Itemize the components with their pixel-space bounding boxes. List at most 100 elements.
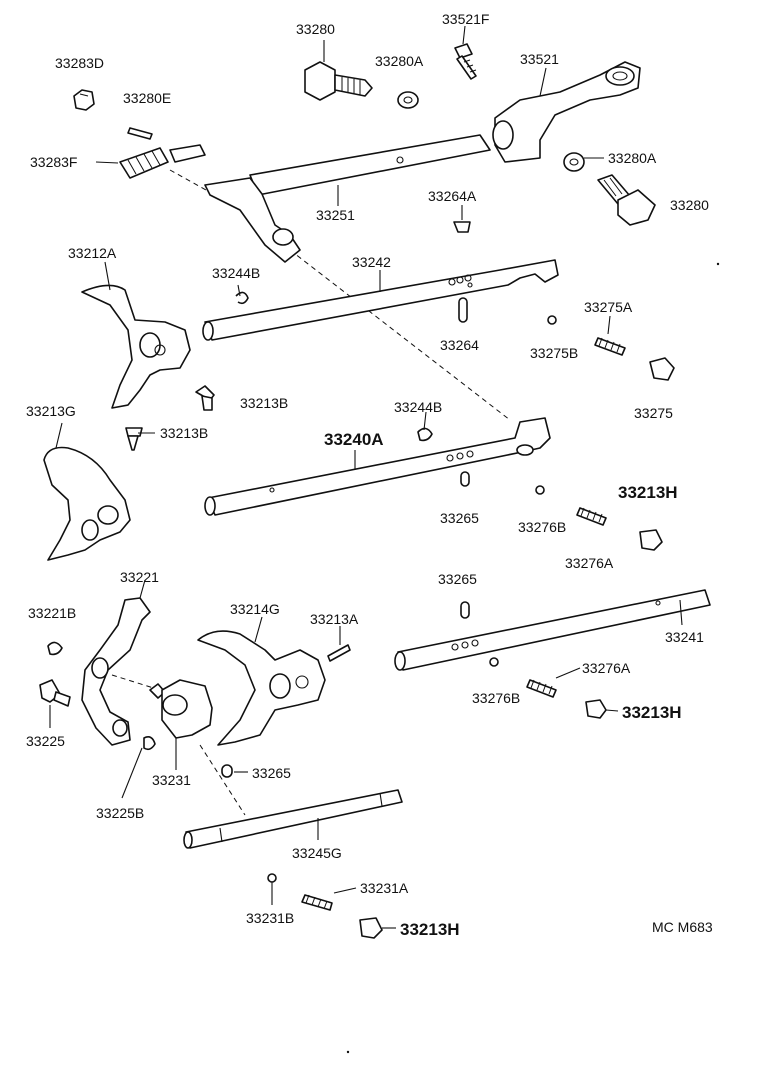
leader-line — [333, 887, 357, 894]
dash-line — [289, 249, 511, 421]
leader-line — [605, 709, 619, 712]
label-33280E: 33280E — [123, 90, 171, 106]
nut-33283D — [73, 89, 95, 111]
pin-33265-b — [460, 601, 470, 619]
label-33213G: 33213G — [26, 403, 76, 419]
bolt-33280-right — [597, 174, 656, 226]
pin-33265-a — [460, 471, 470, 487]
ball-33276B-a — [535, 485, 545, 495]
label-33231: 33231 — [152, 772, 191, 788]
lever-33521 — [492, 61, 641, 163]
label-33213H-a: 33213H — [618, 483, 678, 502]
label-33221: 33221 — [120, 569, 159, 585]
leader-line — [121, 747, 143, 799]
bolt-33283F — [119, 147, 169, 179]
label-33244B-top: 33244B — [212, 265, 260, 281]
dash-line — [199, 744, 246, 816]
pin-33265-c — [221, 764, 233, 778]
label-33213B-b: 33213B — [160, 425, 208, 441]
label-33213H-c: 33213H — [400, 920, 460, 939]
label-33280A-top: 33280A — [375, 53, 424, 69]
pin-33264 — [458, 297, 468, 323]
spring-33276A-b — [526, 679, 557, 698]
label-33212A: 33212A — [68, 245, 117, 261]
label-33276B-a: 33276B — [518, 519, 566, 535]
label-33231A: 33231A — [360, 880, 409, 896]
plug-33213H-c — [359, 917, 383, 939]
fork-33213G — [43, 446, 131, 561]
label-33265-a: 33265 — [440, 510, 479, 526]
shaft-33240A — [204, 417, 551, 516]
ball-33231B — [267, 873, 277, 883]
label-33225B: 33225B — [96, 805, 144, 821]
bolt-33213B-a — [195, 385, 215, 411]
fork-33214G — [197, 630, 326, 746]
label-33283D: 33283D — [55, 55, 104, 71]
leader-line — [555, 667, 581, 679]
label-33265-b: 33265 — [438, 571, 477, 587]
label-33240A: 33240A — [324, 430, 384, 449]
clip-33244B-top — [235, 291, 249, 305]
label-33275B: 33275B — [530, 345, 578, 361]
clip-33244B-mid — [417, 427, 433, 442]
block-33231 — [149, 679, 213, 739]
plug-33213H-a — [639, 529, 663, 551]
leader-line — [607, 315, 611, 335]
leader-line — [95, 161, 119, 164]
label-33280A-right: 33280A — [608, 150, 657, 166]
spring-33275A — [594, 337, 626, 356]
bolt-33213B-b — [125, 427, 143, 451]
ball-33275B — [547, 315, 557, 325]
clip-33221B — [47, 641, 63, 656]
label-33265-c: 33265 — [252, 765, 291, 781]
leader-line — [104, 261, 111, 291]
leader-line — [462, 25, 466, 45]
label-33276B-b: 33276B — [472, 690, 520, 706]
label-33280-right: 33280 — [670, 197, 709, 213]
label-33214G: 33214G — [230, 601, 280, 617]
label-33245G: 33245G — [292, 845, 342, 861]
label-33231B: 33231B — [246, 910, 294, 926]
label-33264: 33264 — [440, 337, 479, 353]
diagram-reference-code: MC M683 — [652, 919, 713, 935]
label-33280-top: 33280 — [296, 21, 335, 37]
label-33275: 33275 — [634, 405, 673, 421]
lever-33221 — [81, 597, 151, 746]
fork-33212A — [81, 284, 191, 409]
leader-line — [139, 579, 146, 599]
label-33251: 33251 — [316, 207, 355, 223]
label-33275A: 33275A — [584, 299, 633, 315]
leader-line — [423, 411, 427, 431]
label-33521: 33521 — [520, 51, 559, 67]
bolt-33280-top — [304, 61, 373, 101]
shaft-33241 — [394, 589, 711, 671]
plug-33275 — [649, 357, 675, 381]
clip-33225B — [143, 736, 156, 751]
leader-line — [55, 422, 63, 449]
leader-line — [254, 616, 263, 643]
plug-33213H-b — [585, 699, 607, 719]
washer-33280A-top — [397, 91, 419, 109]
label-33241: 33241 — [665, 629, 704, 645]
label-33225: 33225 — [26, 733, 65, 749]
label-33221B: 33221B — [28, 605, 76, 621]
shaft-33251 — [169, 134, 491, 263]
spring-33231A — [301, 894, 333, 911]
stray-dot — [716, 262, 720, 266]
label-33521F: 33521F — [442, 11, 489, 27]
leader-line — [237, 284, 241, 297]
label-33276A-a: 33276A — [565, 555, 614, 571]
label-33283F: 33283F — [30, 154, 77, 170]
label-33242: 33242 — [352, 254, 391, 270]
label-33244B-mid: 33244B — [394, 399, 442, 415]
pin-33280E — [127, 127, 153, 140]
ball-33276B-b — [489, 657, 499, 667]
plug-33264A — [453, 221, 471, 233]
stray-dot — [346, 1050, 350, 1054]
leader-line — [679, 599, 683, 626]
bolt-33521F — [454, 43, 477, 80]
label-33213H-b: 33213H — [622, 703, 682, 722]
leader-line — [539, 67, 547, 97]
